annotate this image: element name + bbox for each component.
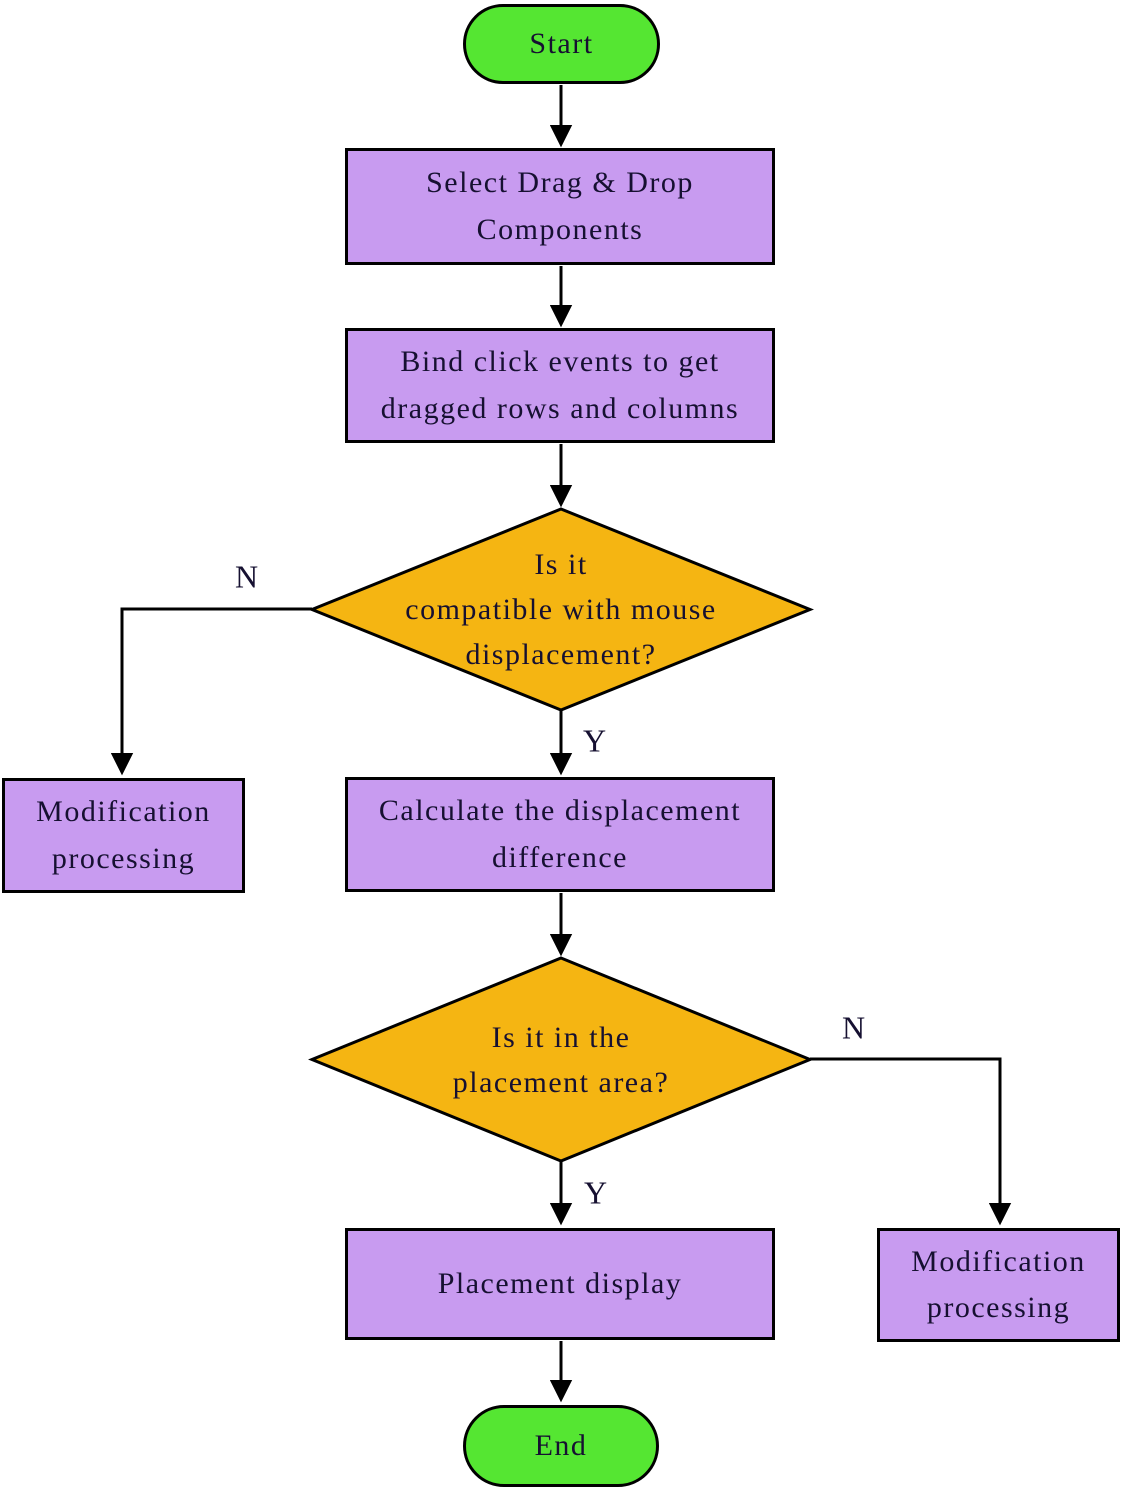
process-calculate-difference: Calculate the displacement difference [345, 777, 775, 892]
end-label: End [534, 1428, 588, 1462]
process-select-components: Select Drag & Drop Components [345, 148, 775, 265]
process-calculate-difference-label: Calculate the displacement difference [378, 794, 742, 874]
process-select-components-label: Select Drag & Drop Components [426, 166, 694, 246]
process-modification-left-label: Modification processing [36, 795, 211, 875]
process-placement-display-label: Placement display [437, 1266, 683, 1300]
start-label: Start [529, 26, 594, 60]
process-modification-left: Modification processing [2, 778, 245, 893]
edge-compatible-no-to-modification-left [110, 607, 312, 776]
process-modification-right-label: Modification processing [911, 1244, 1086, 1325]
process-modification-right: Modification processing [877, 1228, 1120, 1342]
process-bind-events: Bind click events to get dragged rows an… [345, 328, 775, 443]
edge-label-compatible-no: N [234, 558, 260, 595]
process-placement-display: Placement display [345, 1228, 775, 1340]
process-bind-events-label: Bind click events to get dragged rows an… [380, 345, 740, 425]
decision-compatible-shape [307, 507, 815, 712]
edge-label-compatible-yes: Y [582, 722, 608, 759]
edge-label-placement-no: N [841, 1009, 867, 1046]
decision-placement-shape [308, 956, 814, 1163]
end-node: End [463, 1405, 659, 1487]
start-node: Start [463, 4, 660, 84]
edge-label-placement-yes: Y [583, 1174, 609, 1211]
edge-placement-no-to-modification-right [810, 1057, 1012, 1226]
